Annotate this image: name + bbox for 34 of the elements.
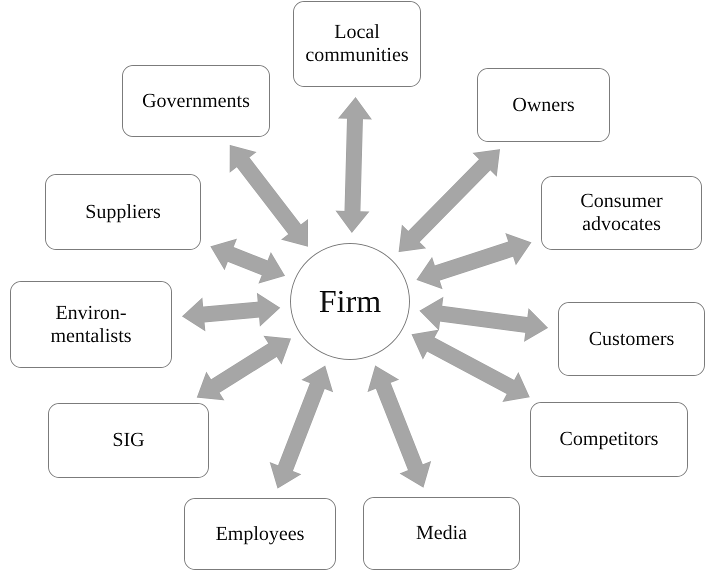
double-arrow (182, 292, 280, 332)
node-label: Firm (318, 283, 382, 320)
node-label: SIG (111, 429, 146, 452)
stakeholder-box (558, 302, 705, 376)
stakeholder-box (363, 497, 520, 570)
node-label: Employees (214, 522, 306, 546)
node-label: Customers (588, 328, 676, 350)
double-arrow (230, 144, 308, 247)
node-label: Consumer advocates (579, 190, 664, 236)
stakeholder-box (45, 174, 201, 250)
double-arrow (196, 336, 292, 400)
double-arrow (210, 238, 286, 284)
node-label: Competitors (558, 428, 660, 451)
stakeholder-box (48, 403, 209, 478)
double-arrow (270, 366, 334, 489)
node-label: Media (414, 522, 468, 545)
node-label: Governments (141, 90, 251, 112)
double-arrow (367, 365, 432, 488)
node-label: Suppliers (84, 200, 162, 224)
stakeholder-box (530, 402, 688, 477)
double-arrow (416, 233, 532, 290)
double-arrow (411, 330, 530, 402)
node-label: Environ- mentalists (49, 302, 133, 348)
double-arrow (398, 149, 500, 252)
double-arrow (419, 296, 548, 342)
stakeholder-box (477, 68, 610, 142)
stakeholder-box (184, 498, 336, 570)
node-label: Owners (511, 94, 576, 116)
stakeholder-box (10, 281, 172, 368)
stakeholder-box (122, 65, 270, 137)
double-arrow (335, 97, 372, 234)
stakeholder-box (293, 1, 421, 87)
node-label: Local communities (304, 21, 410, 67)
stakeholder-box (541, 176, 702, 250)
